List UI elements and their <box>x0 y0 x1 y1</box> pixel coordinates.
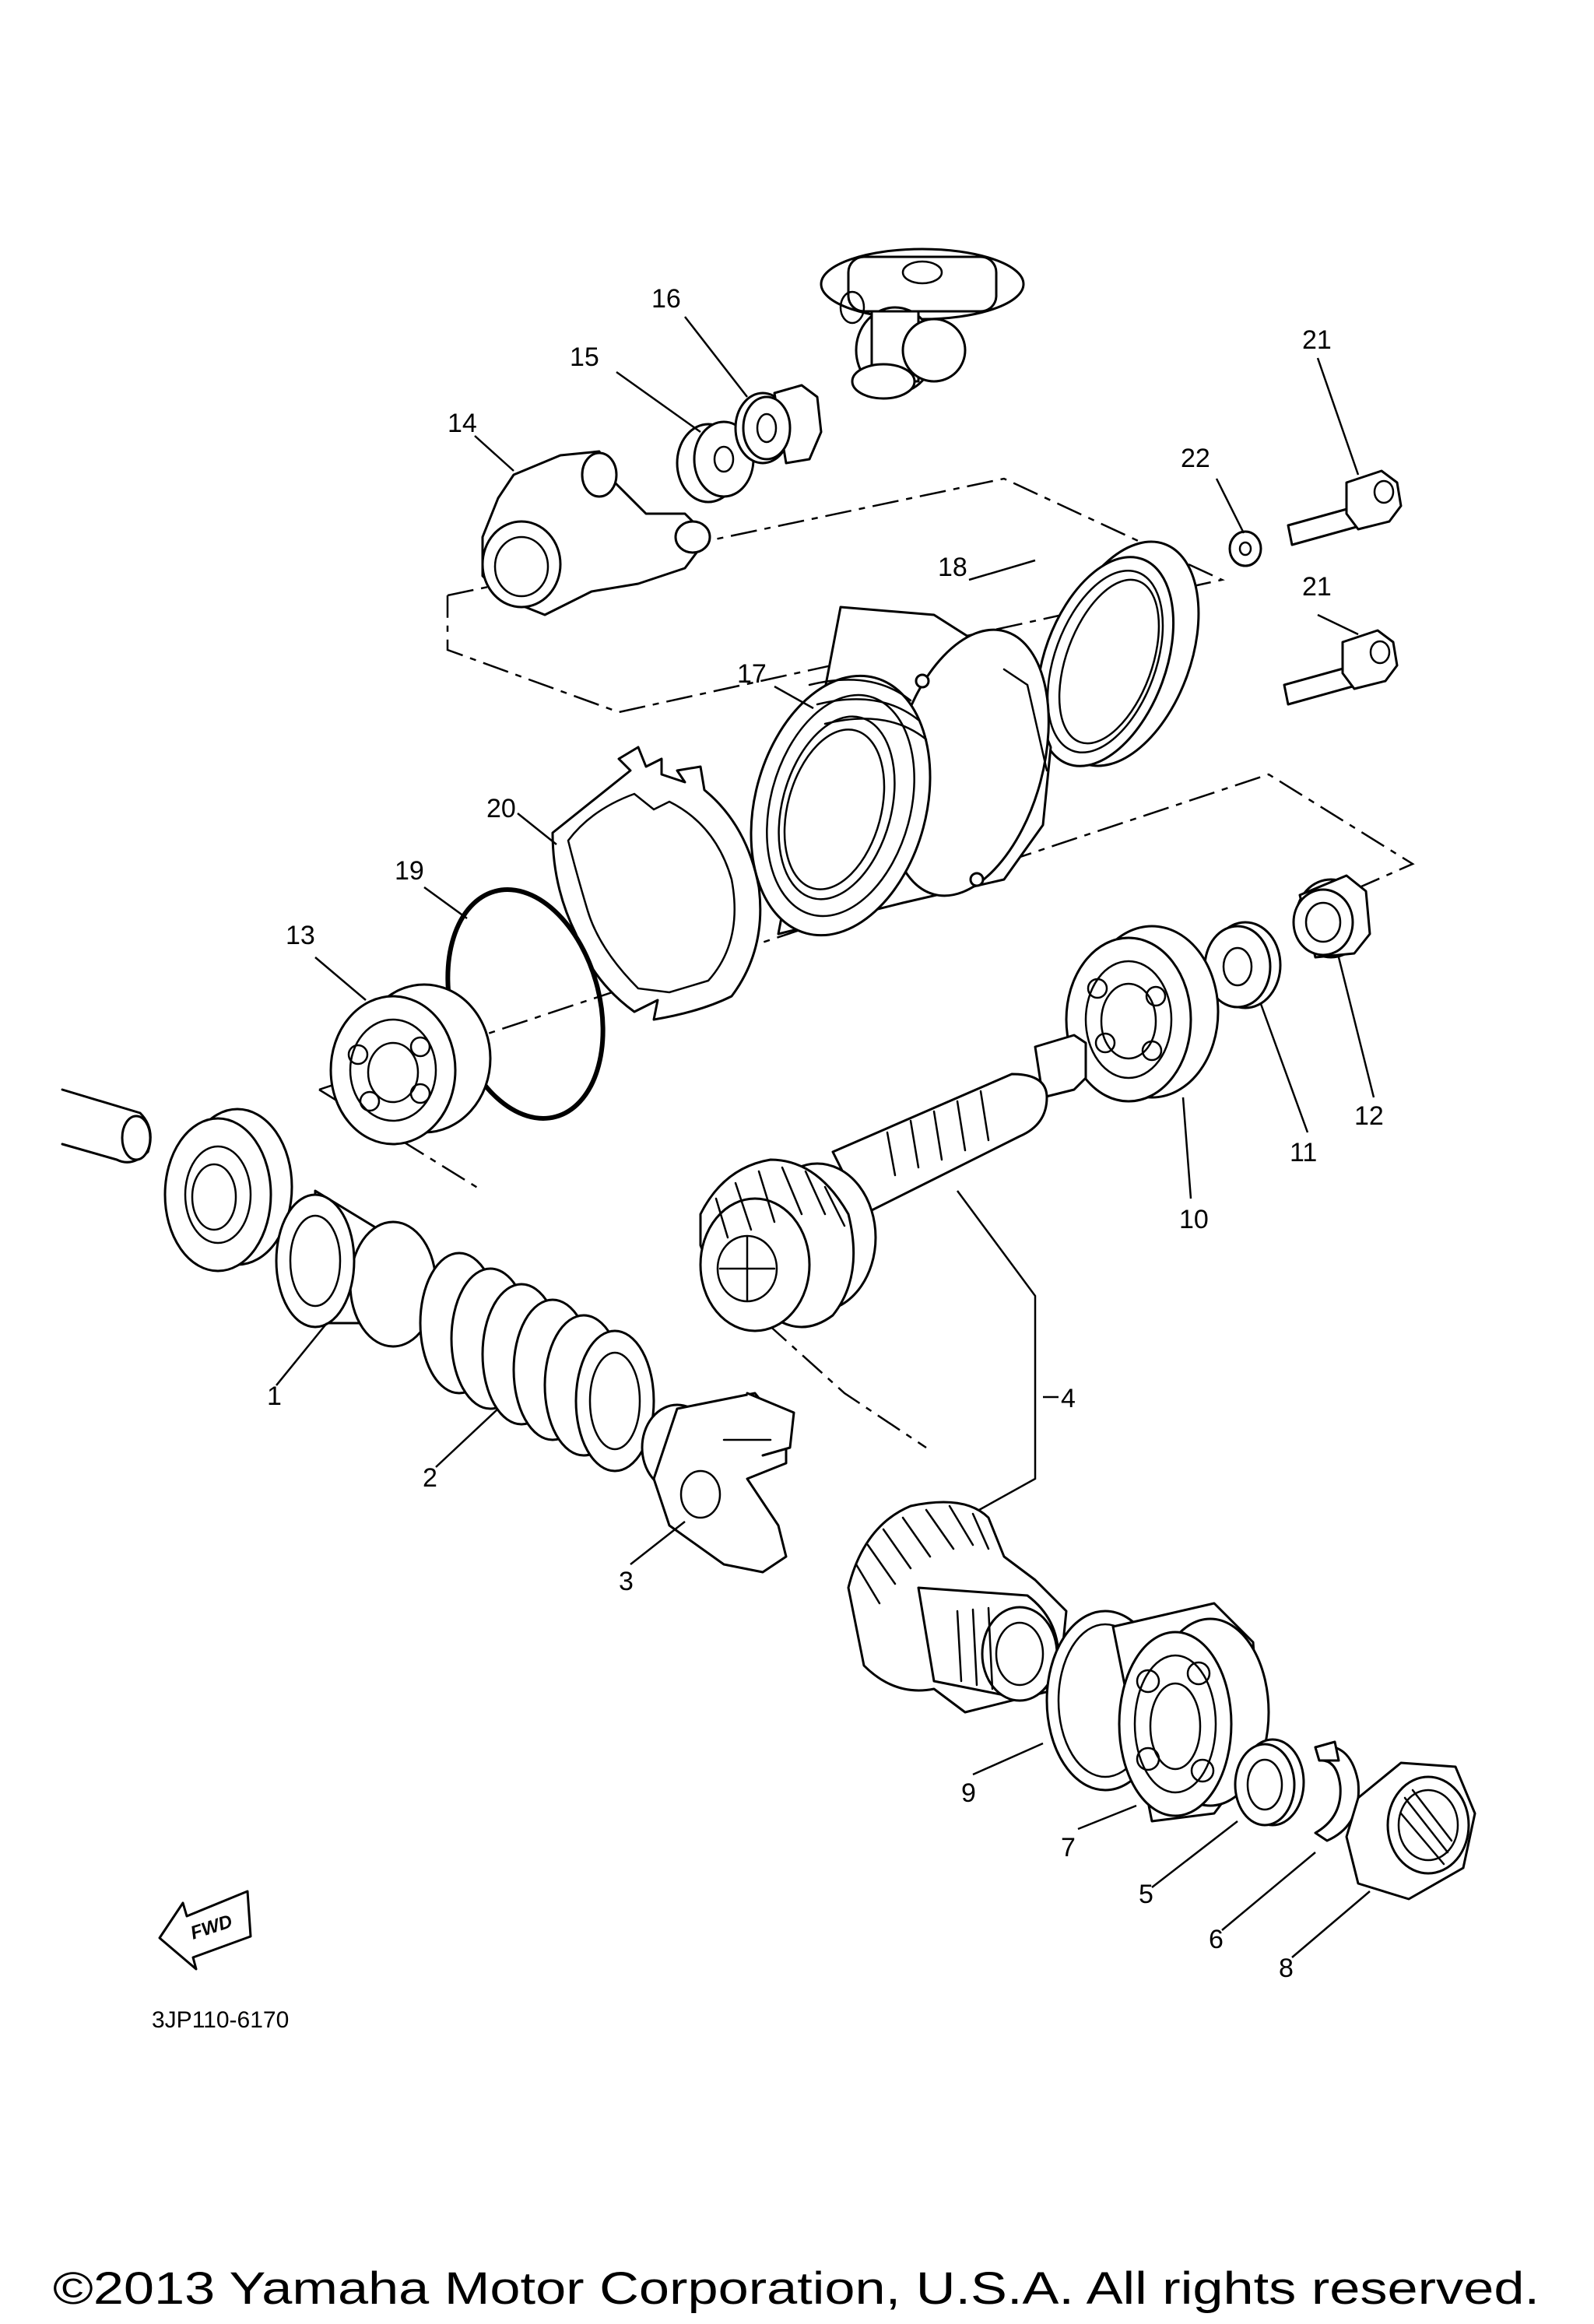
part-17-bearing-housing <box>750 606 1052 937</box>
label-part-14: 14 <box>448 409 477 438</box>
label-part-5: 5 <box>1139 1880 1153 1909</box>
label-part-3: 3 <box>619 1567 634 1596</box>
part-4-pinion-shaft <box>699 1034 1087 1332</box>
label-part-19: 19 <box>395 856 424 886</box>
label-part-8: 8 <box>1279 1954 1294 1983</box>
label-part-11: 11 <box>1290 1138 1317 1167</box>
part-21-bolt-lower <box>1283 629 1399 706</box>
part-3-cam-follower <box>641 1392 795 1574</box>
part-1-bushing <box>275 1189 437 1348</box>
part-16-nut <box>734 384 823 465</box>
part-22-washer <box>1228 530 1262 567</box>
shaft-stub <box>61 1088 152 1164</box>
label-part-9: 9 <box>961 1778 976 1808</box>
part-12-plug <box>1292 874 1371 959</box>
label-part-17: 17 <box>737 659 767 689</box>
copyright-text: ©2013 Yamaha Motor Corporation, U.S.A. A… <box>53 2263 1540 2314</box>
universal-joint-cross <box>820 247 1025 400</box>
label-part-16: 16 <box>651 284 681 314</box>
part-10-bearing <box>1065 925 1220 1103</box>
label-part-13: 13 <box>286 921 315 950</box>
part-labels: 1 2 3 4 5 6 7 8 9 10 11 12 13 14 15 16 1… <box>267 284 1384 1983</box>
part-14-yoke <box>481 450 711 616</box>
part-5-washer <box>1234 1738 1305 1827</box>
label-part-22: 22 <box>1181 444 1210 473</box>
label-part-21-upper: 21 <box>1302 325 1332 355</box>
label-part-15: 15 <box>570 342 599 372</box>
label-part-6: 6 <box>1209 1925 1224 1954</box>
part-7-bearing <box>1111 1602 1270 1823</box>
diagram-code: 3JP110-6170 <box>152 2007 289 2033</box>
part-4-leader <box>956 1190 1037 1519</box>
label-part-20: 20 <box>486 794 516 823</box>
part-11-washer <box>1203 921 1282 1009</box>
leader-lines <box>276 316 1375 1958</box>
left-bearing <box>163 1108 293 1273</box>
part-2-spring <box>419 1252 655 1473</box>
part-21-bolt-upper <box>1287 469 1403 546</box>
label-part-1: 1 <box>267 1381 282 1411</box>
label-part-21-lower: 21 <box>1302 572 1332 602</box>
part-18-seal-ring <box>1035 540 1200 767</box>
label-part-7: 7 <box>1061 1833 1076 1862</box>
label-part-10: 10 <box>1179 1205 1209 1234</box>
part-13-bearing <box>329 983 492 1146</box>
label-part-2: 2 <box>423 1463 437 1493</box>
part-6-lock-washer <box>1314 1740 1360 1842</box>
label-part-12: 12 <box>1354 1101 1384 1131</box>
label-part-18: 18 <box>938 553 967 582</box>
bevel-gear <box>847 1501 1068 1714</box>
label-part-4: 4 <box>1061 1384 1076 1413</box>
fwd-arrow: FWD <box>158 1890 252 1971</box>
part-20-shim-plate <box>551 746 762 1021</box>
part-8-nut <box>1345 1761 1476 1901</box>
